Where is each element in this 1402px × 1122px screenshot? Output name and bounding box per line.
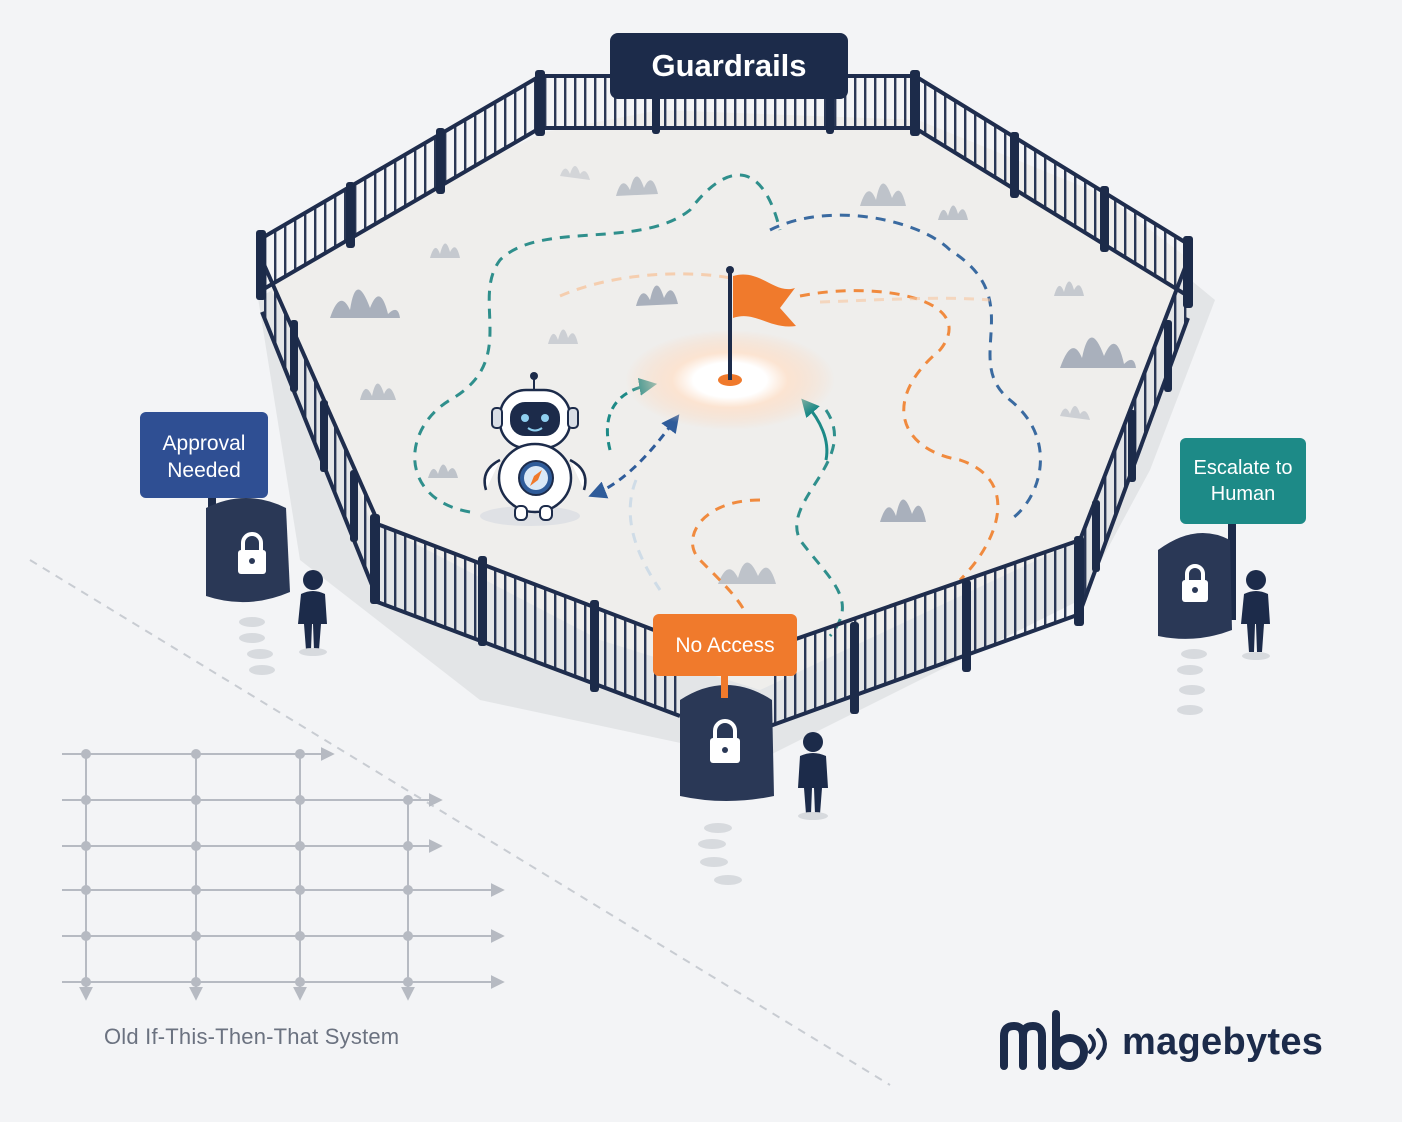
no-access-sign: No Access [675,634,774,657]
path-arrow [588,414,680,499]
brand-name: magebytes [1122,1020,1324,1063]
approval-sign-line2: Needed [167,459,241,482]
lock-icon [238,532,266,574]
footprints [698,823,742,885]
compass-icon [518,460,554,496]
approval-sign-line1: Approval [163,432,246,455]
escalate-sign-line1: Escalate to [1194,457,1293,479]
bush-icon [330,166,1136,584]
flag-icon [726,266,796,380]
separator-line [29,559,891,1086]
footprints [1177,649,1207,715]
approval-gate: Approval Needed [140,412,327,675]
person-icon [798,732,828,820]
guardrails-sign: Guardrails [610,33,848,99]
lock-icon [1182,564,1208,602]
guardrails-title: Guardrails [651,48,806,83]
person-icon [298,570,327,656]
path-arrow [605,377,658,451]
ittt-grid [62,747,505,1001]
no-access-gate: No Access [653,614,828,885]
fence [256,70,1193,728]
footprints [239,617,275,675]
escalate-gate: Escalate to Human [1158,438,1306,715]
magebytes-logo-icon [1000,1010,1107,1070]
person-icon [1241,570,1270,660]
brand-logo: magebytes [1000,1010,1323,1074]
lock-icon [710,719,740,763]
escalate-sign-line2: Human [1211,483,1275,505]
grid-caption: Old If-This-Then-That System [104,1024,400,1049]
robot-icon [480,372,587,526]
